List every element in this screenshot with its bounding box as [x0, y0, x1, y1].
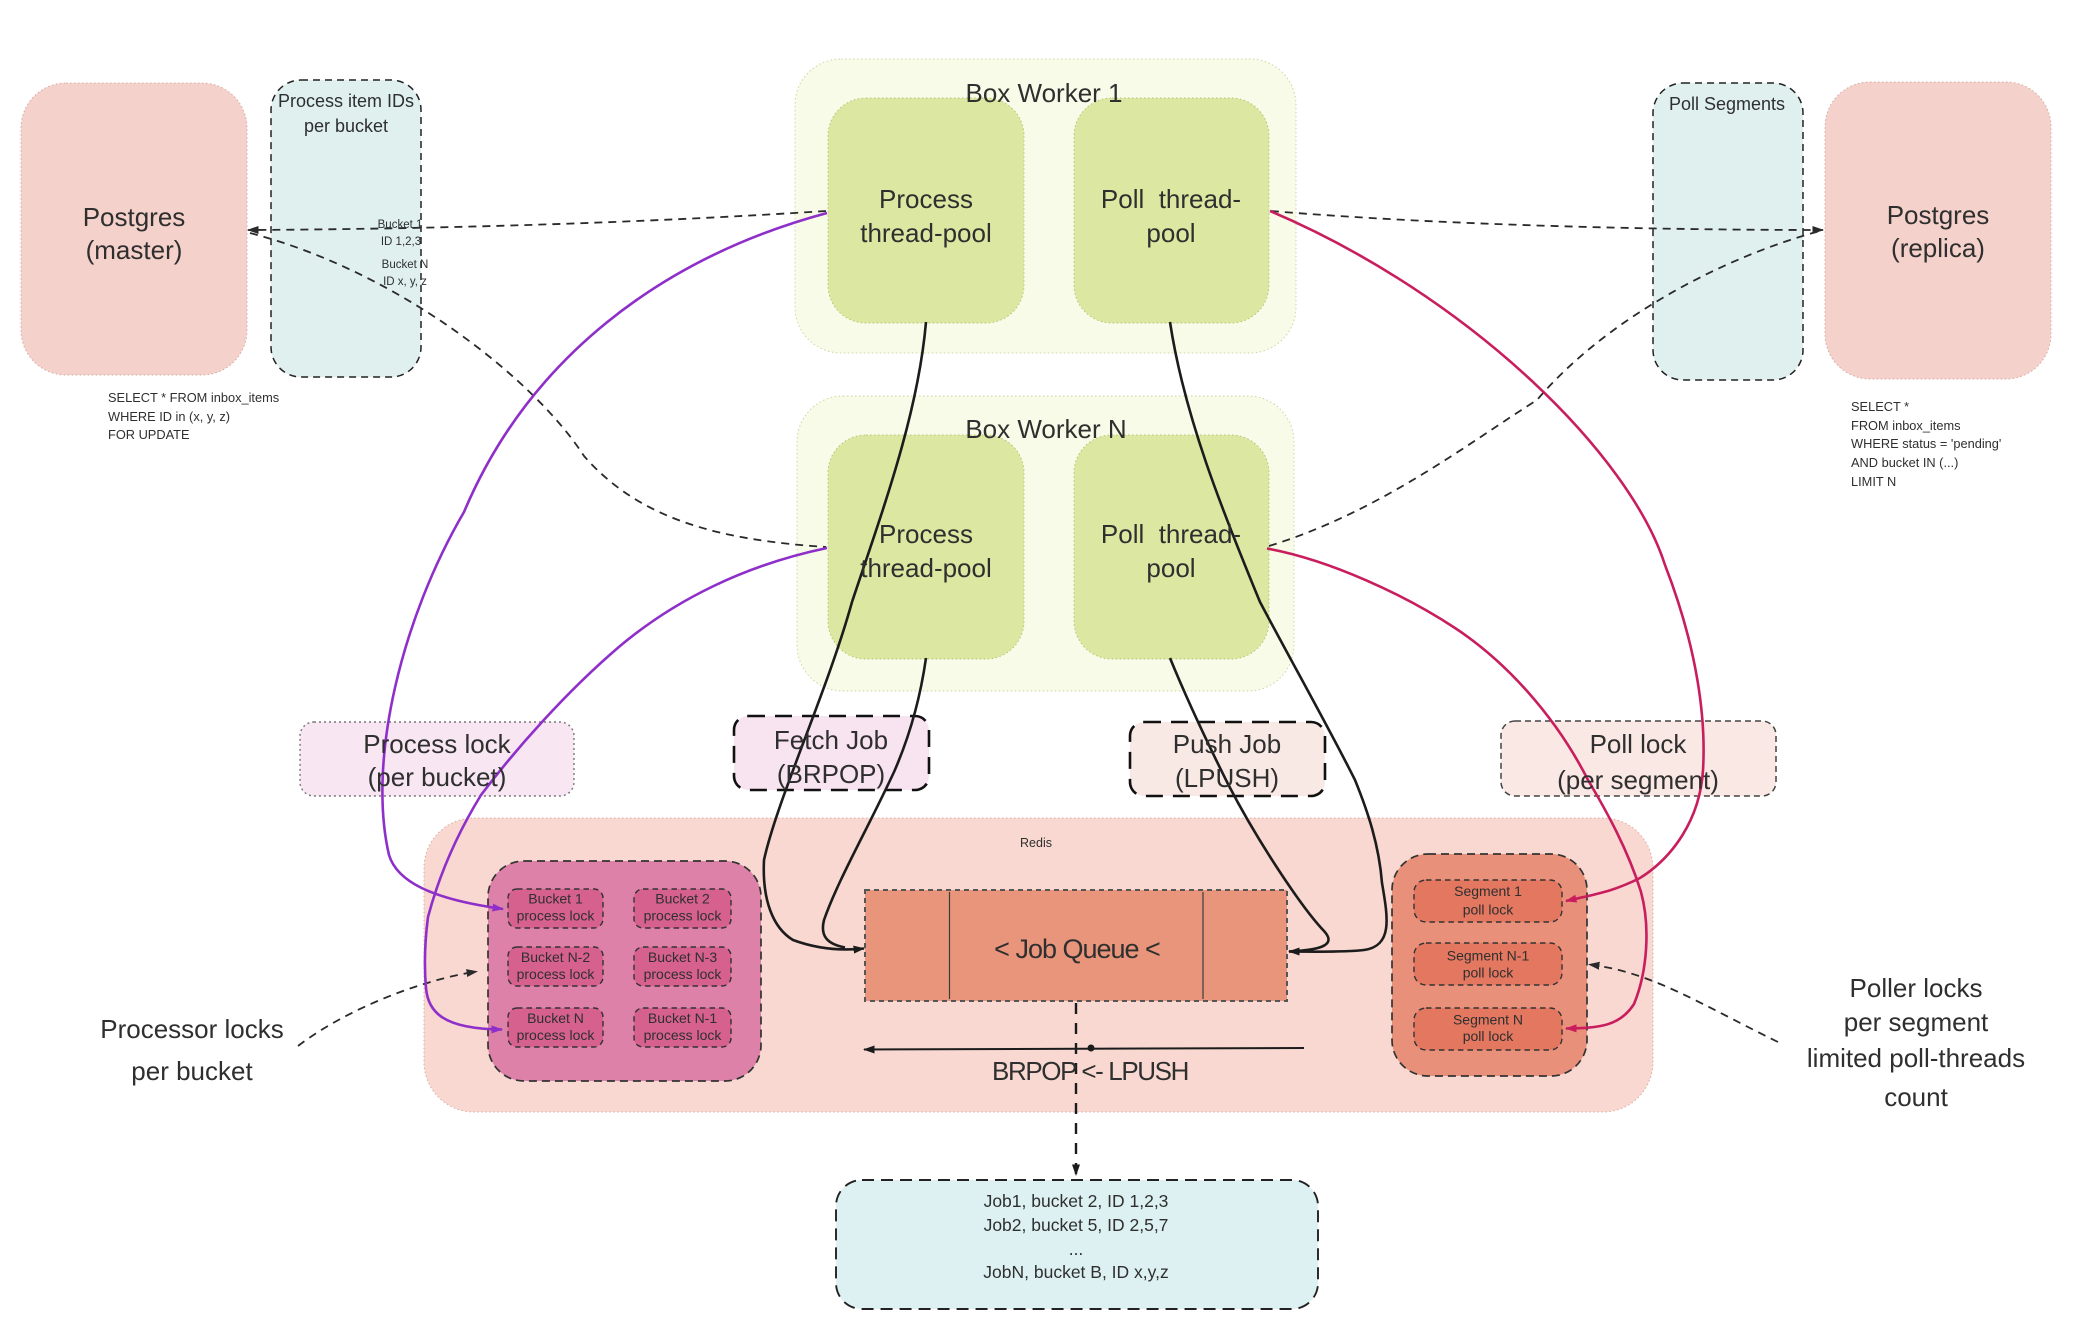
svg-text:Process: Process	[879, 519, 973, 549]
svg-text:Fetch Job: Fetch Job	[774, 725, 888, 755]
svg-text:process lock: process lock	[644, 908, 723, 924]
svg-text:Segment N-1: Segment N-1	[1447, 948, 1530, 964]
svg-text:Redis: Redis	[1020, 836, 1052, 850]
svg-text:ID x, y, z: ID x, y, z	[383, 276, 427, 288]
svg-text:BRPOP <- LPUSH: BRPOP <- LPUSH	[992, 1056, 1188, 1086]
svg-text:AND bucket IN (...): AND bucket IN (...)	[1851, 455, 1958, 470]
svg-text:process lock: process lock	[517, 908, 596, 924]
svg-text:per bucket: per bucket	[304, 116, 388, 136]
svg-text:Box Worker 1: Box Worker 1	[965, 78, 1122, 108]
svg-text:poll lock: poll lock	[1463, 1028, 1515, 1044]
svg-text:Postgres: Postgres	[83, 202, 186, 232]
svg-text:process lock: process lock	[517, 1027, 596, 1043]
svg-text:Bucket N-1: Bucket N-1	[648, 1010, 717, 1026]
svg-text:Process item IDs: Process item IDs	[278, 91, 414, 111]
svg-text:Push Job: Push Job	[1173, 729, 1281, 759]
svg-text:Bucket N-2: Bucket N-2	[521, 949, 590, 965]
svg-text:thread-pool: thread-pool	[860, 553, 992, 583]
svg-text:pool: pool	[1146, 218, 1195, 248]
svg-text:Poll lock: Poll lock	[1590, 729, 1688, 759]
svg-text:poll lock: poll lock	[1463, 902, 1515, 918]
svg-text:FOR UPDATE: FOR UPDATE	[108, 427, 190, 442]
svg-text:Segment 1: Segment 1	[1454, 883, 1522, 899]
svg-text:(BRPOP): (BRPOP)	[777, 759, 885, 789]
svg-text:JobN, bucket B, ID x,y,z: JobN, bucket B, ID x,y,z	[983, 1262, 1168, 1282]
svg-text:process lock: process lock	[644, 1027, 723, 1043]
svg-text:< Job Queue <: < Job Queue <	[994, 934, 1160, 964]
svg-text:Bucket N-3: Bucket N-3	[648, 949, 717, 965]
svg-text:per segment: per segment	[1844, 1007, 1989, 1037]
svg-text:count: count	[1884, 1082, 1948, 1112]
svg-text:ID 1,2,3: ID 1,2,3	[381, 236, 421, 248]
svg-text:Bucket 1: Bucket 1	[528, 891, 583, 907]
svg-text:per bucket: per bucket	[131, 1056, 253, 1086]
svg-text:(per bucket): (per bucket)	[368, 762, 507, 792]
svg-text:Poll thread-: Poll thread-	[1101, 519, 1241, 549]
svg-text:process lock: process lock	[517, 966, 596, 982]
svg-text:Job1, bucket 2, ID 1,2,3: Job1, bucket 2, ID 1,2,3	[984, 1191, 1169, 1211]
svg-text:WHERE ID in (x, y, z): WHERE ID in (x, y, z)	[108, 409, 230, 424]
svg-text:process lock: process lock	[644, 966, 723, 982]
svg-text:Bucket N: Bucket N	[382, 259, 429, 271]
svg-text:SELECT *: SELECT *	[1851, 399, 1909, 414]
svg-text:Process lock: Process lock	[363, 729, 511, 759]
svg-text:Postgres: Postgres	[1887, 200, 1990, 230]
svg-text:Segment N: Segment N	[1453, 1012, 1523, 1028]
svg-text:(per segment): (per segment)	[1557, 765, 1719, 795]
svg-text:LIMIT N: LIMIT N	[1851, 474, 1896, 489]
svg-text:Poller locks: Poller locks	[1850, 973, 1983, 1003]
svg-text:Poll thread-: Poll thread-	[1101, 184, 1241, 214]
svg-text:poll lock: poll lock	[1463, 965, 1515, 981]
svg-text:(master): (master)	[86, 235, 183, 265]
svg-text:...: ...	[1069, 1239, 1084, 1259]
svg-text:Bucket N: Bucket N	[527, 1010, 584, 1026]
svg-text:(replica): (replica)	[1891, 233, 1985, 263]
svg-text:thread-pool: thread-pool	[860, 218, 992, 248]
svg-text:Process: Process	[879, 184, 973, 214]
svg-text:FROM inbox_items: FROM inbox_items	[1851, 418, 1961, 433]
svg-text:pool: pool	[1146, 553, 1195, 583]
svg-text:(LPUSH): (LPUSH)	[1175, 763, 1279, 793]
svg-text:limited poll-threads: limited poll-threads	[1807, 1043, 2025, 1073]
svg-text:Bucket 2: Bucket 2	[655, 891, 710, 907]
svg-text:Poll Segments: Poll Segments	[1669, 94, 1785, 114]
svg-text:WHERE status = 'pending': WHERE status = 'pending'	[1851, 436, 2001, 451]
svg-text:SELECT * FROM inbox_items: SELECT * FROM inbox_items	[108, 390, 279, 405]
svg-text:Job2, bucket 5, ID 2,5,7: Job2, bucket 5, ID 2,5,7	[984, 1215, 1169, 1235]
svg-text:Box Worker N: Box Worker N	[965, 414, 1126, 444]
svg-text:Processor locks: Processor locks	[100, 1014, 284, 1044]
svg-text:Bucket 1: Bucket 1	[378, 219, 423, 231]
